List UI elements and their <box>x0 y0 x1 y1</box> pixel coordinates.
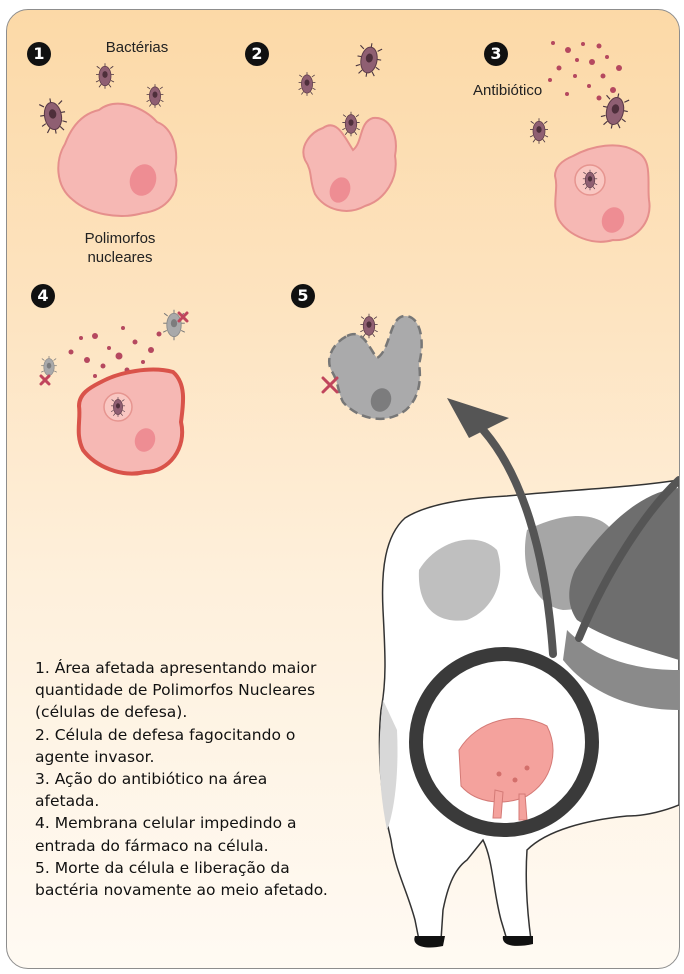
diagram-panel: 1 2 3 4 5 Bactérias Antibiótico Polimorf… <box>6 9 680 969</box>
bacterium-icon <box>599 91 631 131</box>
bacterium-icon <box>360 314 377 338</box>
bacterium-icon <box>147 84 164 108</box>
bacterium-icon <box>354 41 384 79</box>
legend-item-1: 1. Área afetada apresentando maior quant… <box>35 657 395 724</box>
cells-label: Polimorfos nucleares <box>65 229 175 267</box>
phagocyte-cell-icon <box>58 104 176 216</box>
cross-mark-icon <box>41 376 49 384</box>
blocked-cell-icon <box>79 370 183 474</box>
phagocyte-cell-icon <box>555 145 650 241</box>
legend: 1. Área afetada apresentando maior quant… <box>35 657 395 901</box>
step-number-3: 3 <box>484 42 508 66</box>
cow-hoof <box>414 936 445 948</box>
bacterium-icon <box>530 118 548 144</box>
arrowhead-icon <box>447 398 509 438</box>
step-number-5: 5 <box>291 284 315 308</box>
step-number-4: 4 <box>31 284 55 308</box>
bacterium-icon <box>342 112 359 136</box>
bacterium-icon <box>37 96 68 136</box>
legend-item-5: 5. Morte da célula e liberação da bactér… <box>35 857 395 901</box>
legend-item-3: 3. Ação do antibiótico na área afetada. <box>35 768 395 812</box>
bacterium-icon <box>299 72 316 96</box>
cross-mark-icon <box>323 378 337 392</box>
step-number-2: 2 <box>245 42 269 66</box>
bacteria-label: Bactérias <box>87 38 187 57</box>
cow-hoof <box>503 936 533 946</box>
legend-item-2: 2. Célula de defesa fagocitando o agente… <box>35 724 395 768</box>
step-number-1: 1 <box>27 42 51 66</box>
legend-item-4: 4. Membrana celular impedindo a entrada … <box>35 812 395 856</box>
bacterium-icon <box>96 63 114 89</box>
antibiotic-label: Antibiótico <box>473 81 583 100</box>
